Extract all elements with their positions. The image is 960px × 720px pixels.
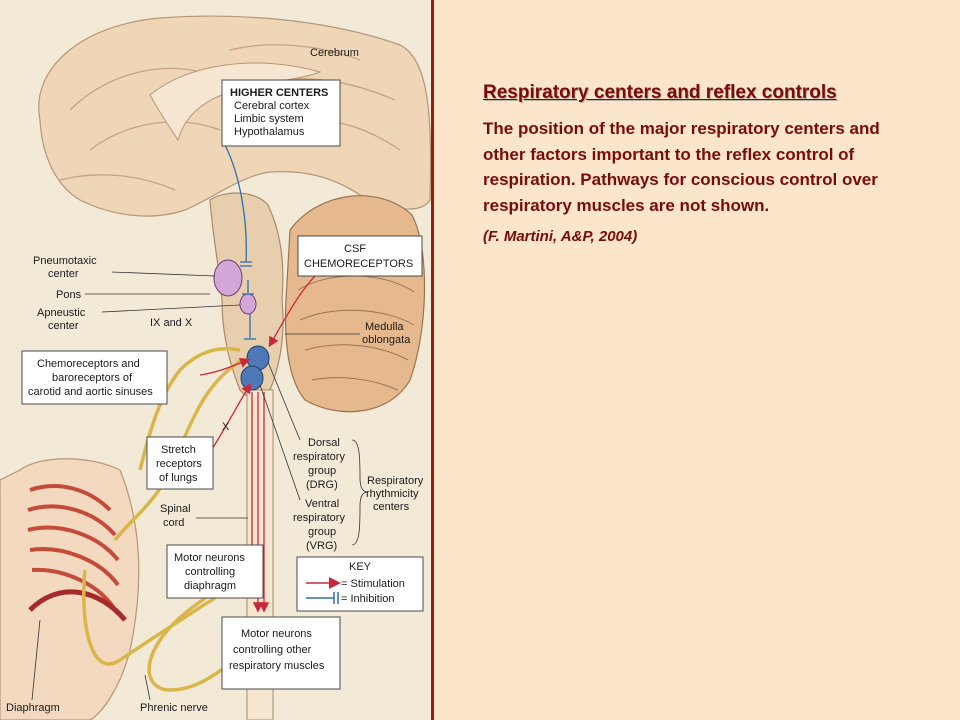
diaphragm-shape [28,589,127,622]
csf-chemoreceptors-label: CHEMORECEPTORS [304,258,413,270]
slide-body-text: The position of the major respiratory ce… [483,119,880,215]
spinal-label-2: cord [163,517,184,529]
vrg-center [240,365,264,391]
text-panel: Respiratory centers and reflex controls … [483,80,903,245]
motor-other-label-3: respiratory muscles [229,660,325,672]
diaphragm-label: Diaphragm [6,702,60,714]
drg-label-4: (DRG) [306,479,338,491]
medulla-label-1: Medulla [365,321,404,333]
key-title: KEY [349,561,372,573]
rrc-label-2: rhythmicity [366,488,419,500]
vrg-label-2: respiratory [293,512,345,524]
stretch-label-2: receptors [156,458,202,470]
higher-centers-title: HIGHER CENTERS [230,87,328,99]
apneustic-label-2: center [48,320,79,332]
stretch-label-1: Stretch [161,444,196,456]
vrg-label-4: (VRG) [306,540,337,552]
apneustic-label-1: Apneustic [37,307,86,319]
vrg-label-1: Ventral [305,498,339,510]
medulla-label-2: oblongata [362,334,411,346]
ix-and-x-label: IX and X [150,317,193,329]
pons-label: Pons [56,289,82,301]
stretch-receptors-box [146,436,214,490]
key-inhibition-symbol [306,592,339,604]
stretch-label-3: of lungs [159,472,198,484]
motor-diaphragm-box [166,544,264,599]
key-stimulation-label: = Stimulation [341,578,405,590]
pons-center [213,259,243,297]
vrg-label-3: group [308,526,336,538]
motor-other-box [221,616,341,690]
spinal-label-1: Spinal [160,503,191,515]
motor-other-label-2: controlling other [233,644,312,656]
rrc-label-3: centers [373,501,410,513]
higher-centers-line-2: Limbic system [234,113,304,125]
drg-label-1: Dorsal [308,437,340,449]
higher-centers-line-1: Cerebral cortex [234,100,310,112]
rrc-label-1: Respiratory [367,475,424,487]
slide-title: Respiratory centers and reflex controls [483,82,837,103]
panel-divider [431,0,434,720]
csf-chemoreceptors-box [297,235,423,277]
motor-other-label-1: Motor neurons [241,628,312,640]
chemoreceptors-box [21,350,168,405]
cerebrum-label: Cerebrum [310,47,359,59]
higher-centers-line-3: Hypothalamus [234,126,305,138]
figure-panel: HIGHER CENTERS Cerebral cortex Limbic sy… [0,0,432,720]
pneumotaxic-label-1: Pneumotaxic [33,255,97,267]
slide-citation: (F. Martini, A&P, 2004) [483,228,638,245]
drg-label-2: respiratory [293,451,345,463]
apneustic-center [239,293,257,315]
chemoreceptors-label-2: baroreceptors of [52,372,133,384]
motor-diaphragm-label-3: diaphragm [184,580,236,592]
chemoreceptors-label-1: Chemoreceptors and [37,358,140,370]
inhibition-pathways [224,144,256,340]
pneumotaxic-label-2: center [48,268,79,280]
csf-label: CSF [344,243,366,255]
motor-diaphragm-label-2: controlling [185,566,235,578]
phrenic-nerve-label: Phrenic nerve [140,702,208,714]
x-nerve-label: X [222,421,230,433]
cerebellum-shape [284,195,426,413]
key-inhibition-label: = Inhibition [341,593,395,605]
motor-diaphragm-label-1: Motor neurons [174,552,245,564]
respiratory-centers-diagram: HIGHER CENTERS Cerebral cortex Limbic sy… [0,15,432,720]
higher-centers-box [221,79,341,147]
key-box [296,556,424,612]
drg-label-3: group [308,465,336,477]
chemoreceptors-label-3: carotid and aortic sinuses [28,386,153,398]
